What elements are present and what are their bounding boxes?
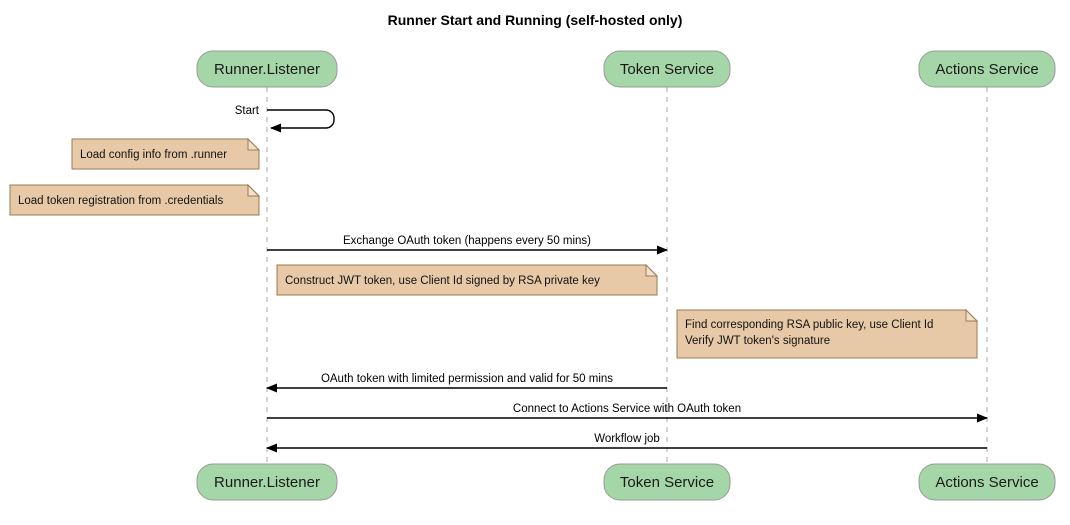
participant-box bbox=[918, 463, 1056, 501]
participant-label: Runner.Listener bbox=[214, 474, 320, 491]
message-label: Exchange OAuth token (happens every 50 m… bbox=[343, 235, 591, 247]
participant-label: Token Service bbox=[620, 61, 714, 78]
note-body bbox=[71, 138, 260, 170]
note-body bbox=[276, 264, 658, 296]
note-body bbox=[676, 309, 978, 359]
note-fold-corner bbox=[247, 137, 261, 151]
note-load-config: Load config info from .runner bbox=[71, 137, 261, 170]
participant-box bbox=[603, 50, 731, 88]
note-load-token-registration: Load token registration from .credential… bbox=[9, 183, 261, 216]
participant-runner-bottom[interactable]: Runner.Listener bbox=[196, 463, 338, 501]
participant-label: Actions Service bbox=[935, 474, 1038, 491]
message-label: Workflow job bbox=[594, 433, 660, 445]
message-start[interactable]: Start bbox=[235, 105, 335, 133]
note-fold-corner bbox=[645, 263, 659, 277]
participant-box bbox=[603, 463, 731, 501]
note-line: Construct JWT token, use Client Id signe… bbox=[285, 275, 600, 287]
message-label: OAuth token with limited permission and … bbox=[321, 373, 613, 385]
participant-box bbox=[196, 463, 338, 501]
lifelines-layer bbox=[266, 87, 988, 464]
page-title: Runner Start and Running (self-hosted on… bbox=[388, 12, 683, 28]
message-label: Start bbox=[235, 105, 260, 117]
note-fold-corner bbox=[965, 308, 979, 322]
participant-runner-top[interactable]: Runner.Listener bbox=[196, 50, 338, 88]
participant-token-top[interactable]: Token Service bbox=[603, 50, 731, 88]
note-construct-jwt: Construct JWT token, use Client Id signe… bbox=[276, 263, 659, 296]
participant-token-bottom[interactable]: Token Service bbox=[603, 463, 731, 501]
participant-actions-bottom[interactable]: Actions Service bbox=[918, 463, 1056, 501]
message-exchange-oauth-token[interactable]: Exchange OAuth token (happens every 50 m… bbox=[267, 235, 668, 255]
message-workflow-job[interactable]: Workflow job bbox=[266, 433, 987, 453]
note-verify-jwt: Find corresponding RSA public key, use C… bbox=[676, 308, 979, 359]
note-line: Load config info from .runner bbox=[80, 149, 227, 161]
participant-label: Token Service bbox=[620, 474, 714, 491]
note-body bbox=[9, 184, 260, 216]
participant-box bbox=[196, 50, 338, 88]
participant-actions-top[interactable]: Actions Service bbox=[918, 50, 1056, 88]
note-line: Load token registration from .credential… bbox=[18, 195, 223, 207]
note-line: Find corresponding RSA public key, use C… bbox=[685, 319, 933, 331]
participant-label: Actions Service bbox=[935, 61, 1038, 78]
message-connect-actions-service[interactable]: Connect to Actions Service with OAuth to… bbox=[267, 403, 988, 423]
message-oauth-token-reply[interactable]: OAuth token with limited permission and … bbox=[266, 373, 667, 393]
note-fold-corner bbox=[247, 183, 261, 197]
participant-label: Runner.Listener bbox=[214, 61, 320, 78]
participant-box bbox=[918, 50, 1056, 88]
note-line: Verify JWT token's signature bbox=[685, 335, 830, 347]
message-label: Connect to Actions Service with OAuth to… bbox=[513, 403, 741, 415]
message-arrow bbox=[267, 109, 335, 133]
